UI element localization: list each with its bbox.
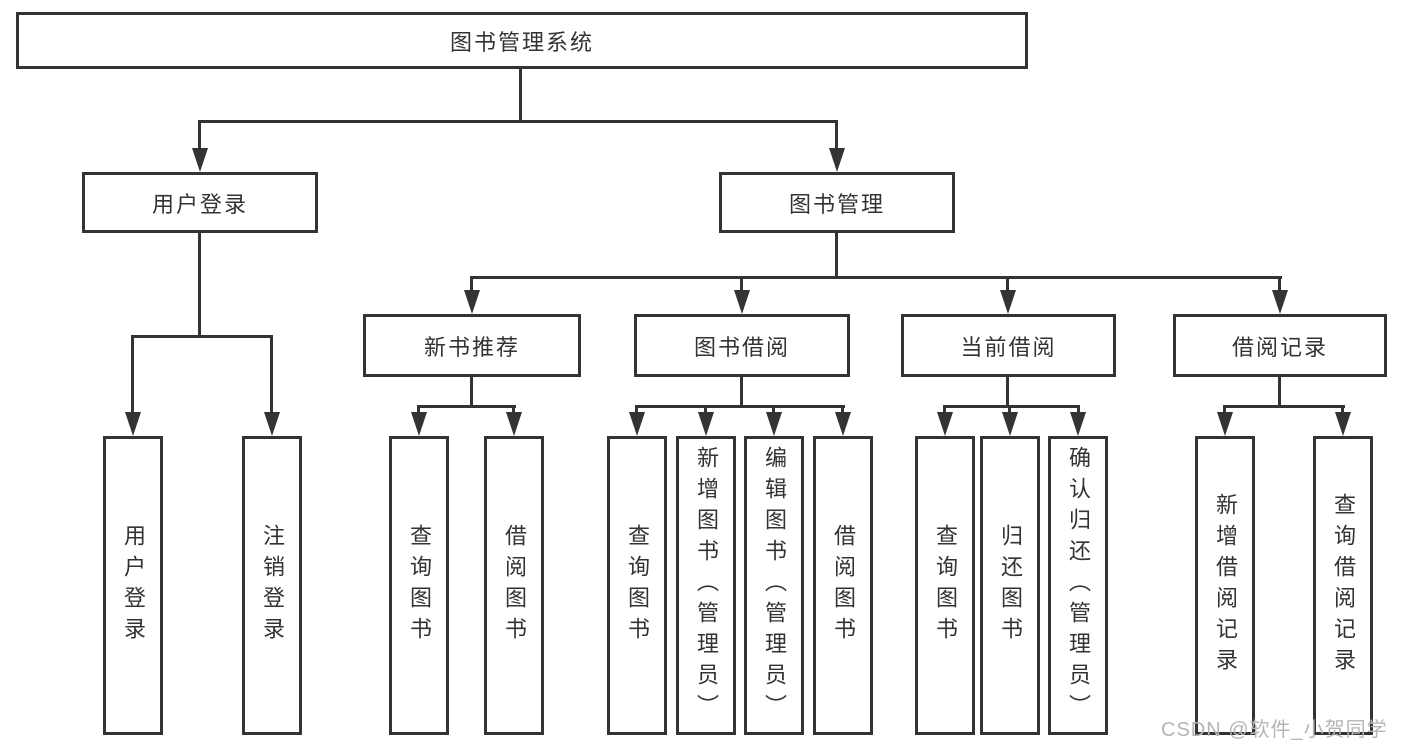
node-label: 借阅图书: [502, 523, 527, 648]
node-label: 借阅记录: [1231, 334, 1328, 360]
connector-line: [1006, 276, 1009, 294]
arrow-down-icon: [506, 412, 522, 436]
connector-line: [198, 120, 838, 123]
node-label: 用户登录: [151, 191, 248, 217]
leaf-records-add-borrow-record: 新增借阅记录: [1195, 436, 1255, 735]
node-label: 归还图书: [998, 523, 1023, 648]
arrow-down-icon: [766, 412, 782, 436]
connector-line: [417, 405, 516, 408]
connector-line: [1278, 377, 1281, 406]
arrow-down-icon: [192, 148, 208, 172]
node-label: 查询图书: [407, 523, 432, 648]
node-label: 图书管理: [788, 191, 885, 217]
connector-line: [198, 233, 201, 335]
arrow-down-icon: [1272, 290, 1288, 314]
node-label: 图书管理系统: [449, 29, 594, 55]
connector-line: [835, 120, 838, 152]
arrow-down-icon: [464, 290, 480, 314]
arrow-down-icon: [264, 412, 280, 436]
node-label: 借阅图书: [831, 523, 856, 648]
connector-line: [1008, 405, 1011, 414]
leaf-user-login: 用户登录: [103, 436, 163, 735]
connector-line: [772, 405, 775, 414]
node-label: 确认归还（管理员）: [1066, 446, 1091, 725]
node-label: 查询借阅记录: [1331, 492, 1356, 679]
leaf-logout: 注销登录: [242, 436, 302, 735]
connector-line: [1077, 405, 1080, 414]
connector-line: [1006, 377, 1009, 406]
leaf-current-query-books: 查询图书: [915, 436, 975, 735]
connector-line: [943, 405, 946, 414]
connector-line: [417, 405, 420, 414]
csdn-watermark: CSDN @软件_小贺同学: [1161, 719, 1388, 741]
arrow-down-icon: [937, 412, 953, 436]
leaf-borrowing-edit-books-admin: 编辑图书（管理员）: [744, 436, 804, 735]
connector-line: [512, 405, 515, 414]
connector-line: [943, 405, 1080, 408]
leaf-current-confirm-return-admin: 确认归还（管理员）: [1048, 436, 1108, 735]
arrow-down-icon: [734, 290, 750, 314]
connector-line: [704, 405, 707, 414]
node-label: 用户登录: [121, 523, 146, 648]
connector-line: [1223, 405, 1345, 408]
connector-line: [470, 276, 1282, 279]
arrow-down-icon: [835, 412, 851, 436]
node-library-management-system: 图书管理系统: [16, 12, 1028, 69]
arrow-down-icon: [1000, 290, 1016, 314]
node-new-book-recommendation: 新书推荐: [363, 314, 581, 377]
connector-line: [635, 405, 845, 408]
leaf-borrowing-query-books: 查询图书: [607, 436, 667, 735]
connector-line: [635, 405, 638, 414]
node-label: 注销登录: [260, 523, 285, 648]
node-book-management: 图书管理: [719, 172, 955, 233]
node-label: 查询图书: [933, 523, 958, 648]
connector-line: [519, 69, 522, 120]
arrow-down-icon: [411, 412, 427, 436]
node-book-borrowing: 图书借阅: [634, 314, 850, 377]
node-label: 图书借阅: [693, 334, 790, 360]
arrow-down-icon: [698, 412, 714, 436]
connector-line: [198, 120, 201, 152]
connector-line: [1223, 405, 1226, 414]
arrow-down-icon: [1002, 412, 1018, 436]
connector-line: [131, 335, 273, 338]
connector-line: [131, 335, 134, 414]
node-label: 编辑图书（管理员）: [762, 446, 787, 725]
arrow-down-icon: [829, 148, 845, 172]
connector-line: [835, 233, 838, 276]
connector-line: [740, 377, 743, 406]
connector-line: [470, 377, 473, 406]
connector-line: [270, 335, 273, 414]
node-borrowing-records: 借阅记录: [1173, 314, 1387, 377]
leaf-borrowing-borrow-books: 借阅图书: [813, 436, 873, 735]
node-label: 查询图书: [625, 523, 650, 648]
arrow-down-icon: [629, 412, 645, 436]
arrow-down-icon: [125, 412, 141, 436]
node-user-login: 用户登录: [82, 172, 318, 233]
leaf-borrowing-add-books-admin: 新增图书（管理员）: [676, 436, 736, 735]
node-label: 新增图书（管理员）: [694, 446, 719, 725]
leaf-newbook-borrow-books: 借阅图书: [484, 436, 544, 735]
connector-line: [1278, 276, 1281, 294]
node-label: 新书推荐: [423, 334, 520, 360]
connector-line: [470, 276, 473, 294]
arrow-down-icon: [1217, 412, 1233, 436]
leaf-newbook-query-books: 查询图书: [389, 436, 449, 735]
node-current-borrowing: 当前借阅: [901, 314, 1116, 377]
connector-line: [841, 405, 844, 414]
arrow-down-icon: [1070, 412, 1086, 436]
connector-line: [740, 276, 743, 294]
node-label: 当前借阅: [960, 334, 1057, 360]
connector-line: [1341, 405, 1344, 414]
node-label: 新增借阅记录: [1213, 492, 1238, 679]
leaf-records-query-borrow-record: 查询借阅记录: [1313, 436, 1373, 735]
leaf-current-return-books: 归还图书: [980, 436, 1040, 735]
arrow-down-icon: [1335, 412, 1351, 436]
